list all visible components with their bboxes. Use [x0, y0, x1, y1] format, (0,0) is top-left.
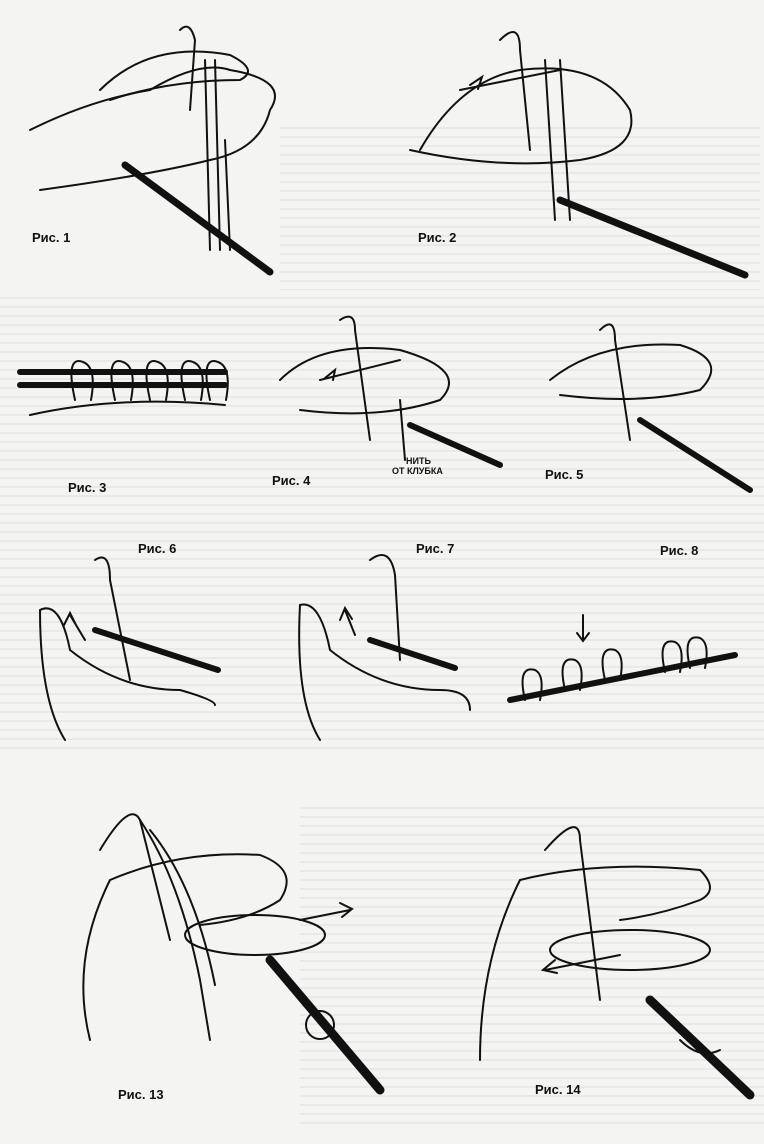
figure-5-label: Рис. 5	[545, 467, 584, 482]
figure-14-hand-with-hook	[479, 826, 755, 1100]
figure-14-label: Рис. 14	[535, 1082, 581, 1097]
figure-13-label: Рис. 13	[118, 1087, 164, 1102]
figure-3-label: Рис. 3	[68, 480, 107, 495]
annotation-line-1: НИТЬ	[406, 456, 431, 466]
figure-7-label: Рис. 7	[416, 541, 455, 556]
faded-background-text	[280, 120, 760, 290]
figure-6-label: Рис. 6	[138, 541, 177, 556]
figure-5-hand-with-hook	[549, 323, 753, 493]
figure-8-loops-on-hook	[507, 614, 738, 703]
figure-2-label: Рис. 2	[418, 230, 457, 245]
figure-8-label: Рис. 8	[660, 543, 699, 558]
figure-4-hand-with-hook	[279, 315, 503, 468]
figure-3-loops-on-needles	[17, 360, 229, 416]
yarn-from-ball-annotation: НИТЬ ОТ КЛУБКА	[392, 456, 443, 476]
annotation-line-2: ОТ КЛУБКА	[392, 466, 443, 476]
figure-1-hand-with-hook	[29, 25, 276, 276]
figure-2-hand-with-hook	[409, 31, 749, 279]
figure-4-label: Рис. 4	[272, 473, 311, 488]
figure-13-hand-with-hook	[82, 813, 385, 1095]
figure-7-hand-with-hook	[298, 554, 471, 741]
figure-1-label: Рис. 1	[32, 230, 71, 245]
figure-6-hand-with-hook	[39, 556, 221, 741]
